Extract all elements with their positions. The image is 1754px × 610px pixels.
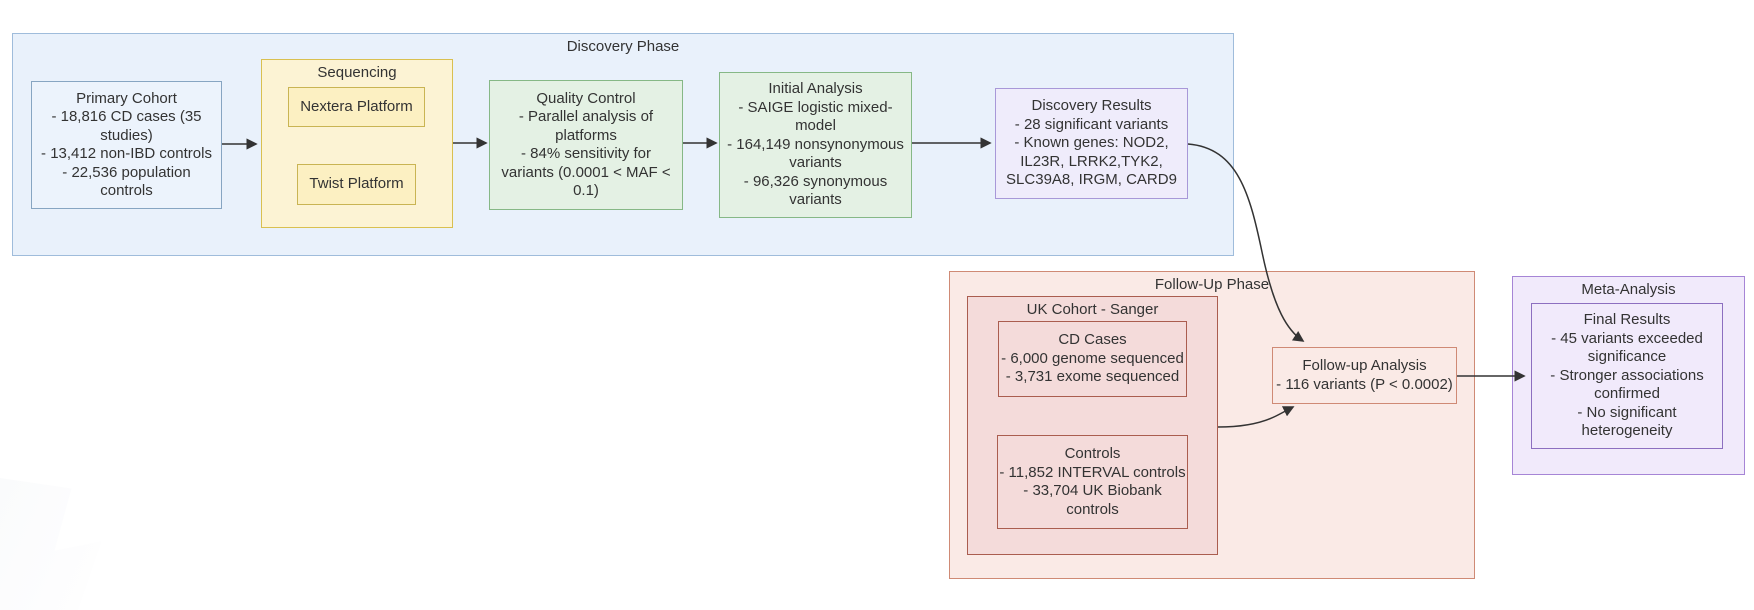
text-line: - Stronger associations [1550, 366, 1704, 384]
cluster-followup-phase-title: Follow-Up Phase [1154, 276, 1270, 293]
cluster-meta-analysis-title: Meta-Analysis [1581, 281, 1676, 298]
text-line: - SAIGE logistic mixed- [738, 98, 893, 116]
text-line: SLC39A8, IRGM, CARD9 [1006, 171, 1177, 189]
text-line: - 116 variants (P < 0.0002) [1276, 375, 1453, 393]
cd-cases-node: CD Cases- 6,000 genome sequenced- 3,731 … [998, 321, 1187, 397]
text-line: - 84% sensitivity for [520, 145, 652, 162]
text-line: variants [789, 191, 842, 209]
text-line: heterogeneity [1581, 422, 1673, 440]
twist-platform-node: Twist Platform [297, 164, 416, 205]
text-line: variants [789, 154, 842, 172]
text-line: significance [1587, 348, 1667, 366]
text-line: controls [100, 182, 153, 199]
text-line: Quality Control [536, 89, 636, 107]
nextera-platform-node: Nextera Platform [288, 87, 425, 127]
cluster-sequencing-title: Sequencing [317, 64, 397, 81]
text-line: Controls [1064, 445, 1121, 462]
text-line: Discovery Results [1031, 97, 1152, 115]
text-line: Twist Platform [309, 175, 404, 193]
text-line: 0.1) [573, 182, 599, 199]
text-line: Nextera Platform [300, 97, 413, 115]
text-line: - 33,704 UK Biobank [1023, 482, 1162, 499]
discovery-results-node: Discovery Results- 28 significant varian… [995, 88, 1188, 199]
cluster-discovery-phase-title: Discovery Phase [566, 38, 680, 55]
text-line: - 164,149 nonsynonymous [727, 135, 904, 153]
controls-node: Controls- 11,852 INTERVAL controls- 33,7… [997, 435, 1188, 529]
text-line: controls [1066, 500, 1119, 518]
text-line: - 11,852 INTERVAL controls [999, 463, 1186, 481]
text-line: Final Results [1583, 311, 1671, 329]
initial-analysis-node: Initial Analysis- SAIGE logistic mixed-m… [719, 72, 912, 218]
text-line: - No significant [1577, 403, 1677, 421]
text-line: - 28 significant variants [1014, 115, 1169, 133]
text-line: Primary Cohort [76, 89, 177, 107]
uk-title-line1: UK Cohort - Sanger [1026, 301, 1159, 318]
text-line: - Parallel analysis of [518, 108, 654, 125]
text-line: confirmed [1594, 385, 1660, 403]
text-line: Initial Analysis [768, 80, 863, 98]
text-line: model [795, 117, 836, 135]
text-line: variants (0.0001 < MAF < [501, 163, 671, 181]
followup-analysis-node: Follow-up Analysis- 116 variants (P < 0.… [1272, 347, 1457, 404]
text-line: - 45 variants exceeded [1551, 329, 1703, 347]
text-line: IL23R, LRRK2,TYK2, [1020, 152, 1163, 170]
text-line: CD Cases [1058, 331, 1127, 349]
text-line: - 96,326 synonymous [743, 172, 888, 190]
text-line: - 18,816 CD cases (35 [51, 108, 202, 125]
text-line: - 6,000 genome sequenced [1001, 349, 1184, 367]
text-line: - Known genes: NOD2, [1014, 134, 1169, 152]
text-line: - 13,412 non-IBD controls [41, 145, 212, 162]
text-line: - 3,731 exome sequenced [1005, 368, 1180, 386]
text-line: platforms [555, 126, 617, 144]
text-line: studies) [100, 126, 153, 144]
text-line: Follow-up Analysis [1302, 357, 1427, 374]
text-line: - 22,536 population [62, 163, 191, 181]
background-watermark [0, 478, 102, 610]
